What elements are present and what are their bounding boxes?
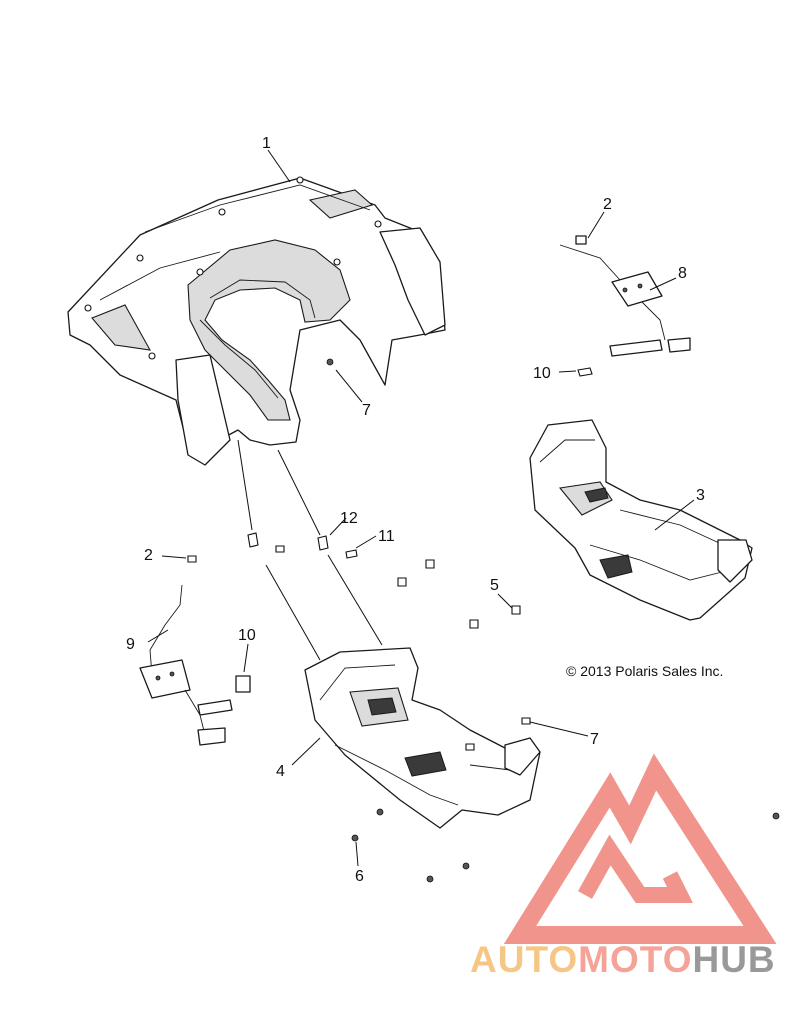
callout-8: 8: [678, 265, 687, 282]
callout-2-left: 2: [144, 547, 153, 564]
logo-inner-g: [578, 834, 693, 903]
automotohub-watermark: AUTOMOTOHUB: [470, 753, 777, 980]
copyright-text: © 2013 Polaris Sales Inc.: [566, 663, 723, 679]
callout-11: 11: [378, 528, 395, 545]
svg-text:AUTOMOTOHUB: AUTOMOTOHUB: [470, 939, 776, 980]
right-footwell-part-3: [529, 419, 753, 621]
callout-6: 6: [355, 868, 364, 885]
callout-12: 12: [340, 510, 358, 527]
callout-labels: 1 2 8 10 7 3 12 11 2 5 10 9 7 4 6: [126, 135, 705, 885]
bracket-part-8: [559, 235, 691, 357]
left-footwell-part-4: [304, 647, 541, 829]
logo-word-hub: HUB: [692, 939, 775, 980]
callout-1: 1: [262, 135, 271, 152]
logo-triangle: [503, 753, 777, 944]
fasteners: [187, 358, 780, 883]
callout-4: 4: [276, 763, 285, 780]
rear-fender-part-1: [67, 176, 446, 466]
callout-10-top: 10: [533, 365, 551, 382]
callout-7-top: 7: [362, 402, 371, 419]
callout-10-left: 10: [238, 627, 256, 644]
bracket-part-9: [139, 584, 251, 746]
logo-word-moto: MOTO: [578, 939, 692, 980]
callout-3: 3: [696, 487, 705, 504]
callout-5: 5: [490, 577, 499, 594]
logo-word-auto: AUTO: [470, 939, 578, 980]
callout-2-top: 2: [603, 196, 612, 213]
callout-9: 9: [126, 636, 135, 653]
leader-lines: [147, 149, 695, 867]
callout-7-bottom: 7: [590, 731, 599, 748]
